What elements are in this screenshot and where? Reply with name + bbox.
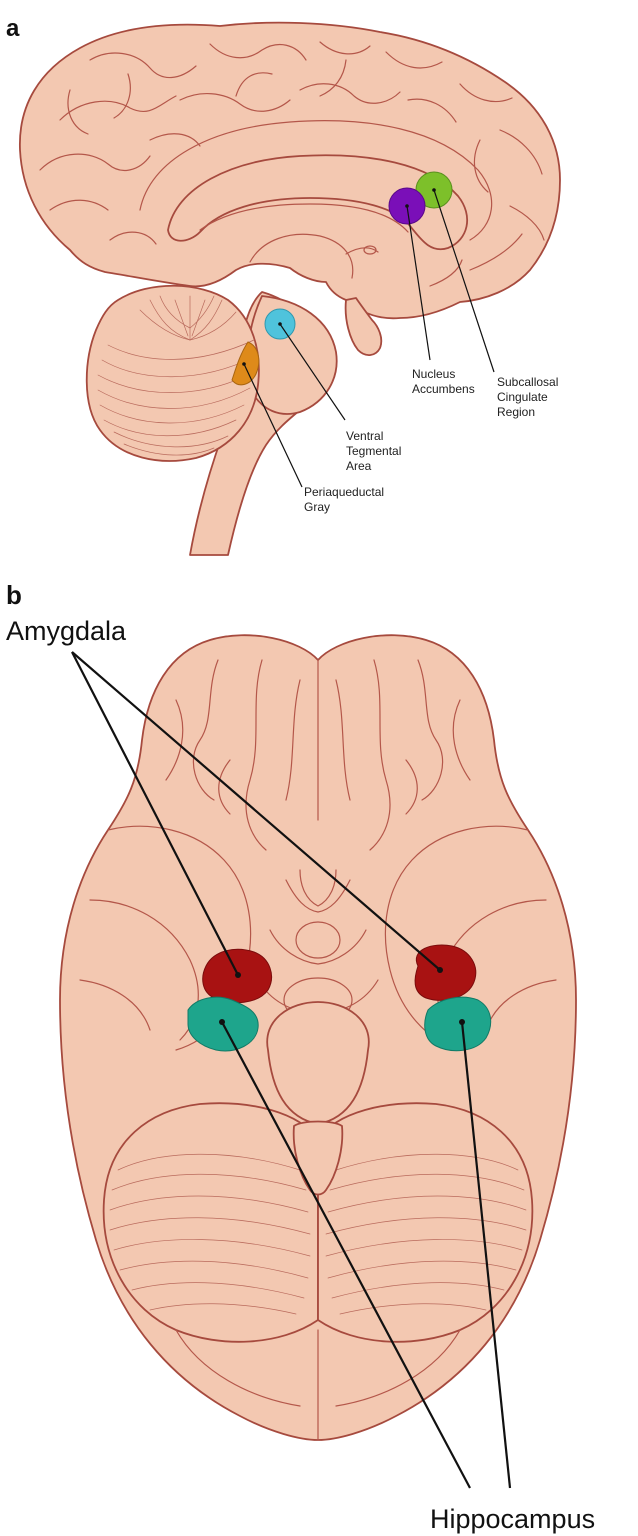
amygdala-label: Amygdala — [6, 616, 127, 646]
right-hippocampus — [425, 997, 491, 1050]
periaqueductal-gray-label: Periaqueductal Gray — [304, 485, 387, 514]
panel-a: a — [6, 15, 562, 555]
hippocampus-label: Hippocampus — [430, 1504, 595, 1534]
ventral-tegmental-label: Ventral Tegmental Area — [346, 429, 405, 473]
panel-b-letter: b — [6, 580, 22, 610]
nucleus-accumbens-label: Nucleus Accumbens — [412, 367, 475, 396]
right-amygdala — [415, 945, 476, 1000]
cerebellum — [87, 286, 259, 461]
panel-b: b Amygdala Hippocampus — [6, 580, 595, 1534]
subcallosal-cingulate-label: Subcallosal Cingulate Region — [497, 375, 562, 419]
pons — [247, 296, 336, 414]
panel-a-letter: a — [6, 15, 20, 42]
